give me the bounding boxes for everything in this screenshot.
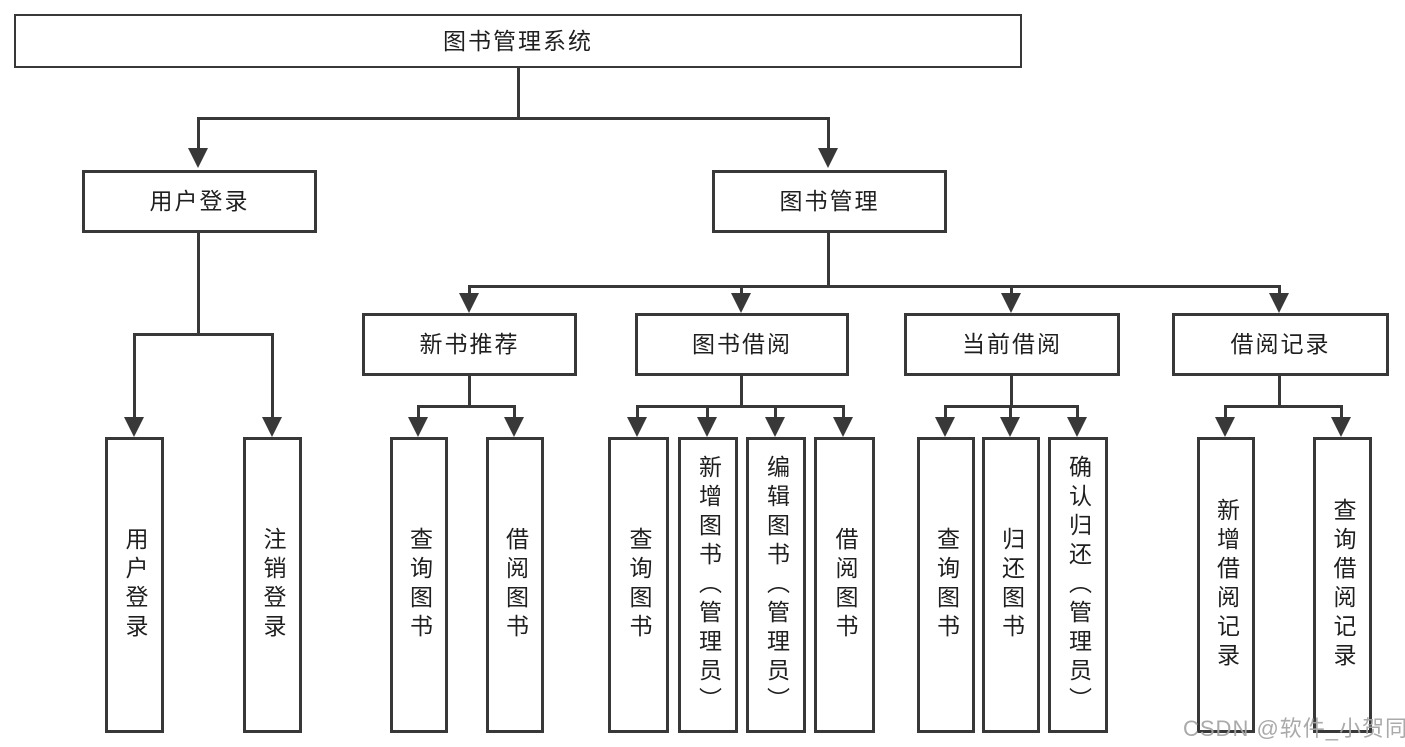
leaf-logout: 注销登录 [243,437,302,733]
arrow-to-user-login-icon [187,117,208,168]
arrow-to-leaf-logout-icon [261,333,282,437]
connector-root-drop [517,68,520,117]
leaf-nb-borrow-book: 借阅图书 [486,437,544,733]
arrow-to-book-borrow-icon [730,285,751,313]
arrow-to-nb-borrow-icon [503,405,524,437]
leaf-cb-return-book: 归还图书 [982,437,1040,733]
connector-book-mgmt-drop [827,233,830,287]
node-user-login: 用户登录 [82,170,317,233]
node-new-book-recommend: 新书推荐 [362,313,577,376]
arrow-to-bb-borrow-icon [832,405,853,437]
arrow-to-book-management-icon [817,117,838,168]
connector-user-login-hbar [133,333,274,336]
arrow-to-cb-confirm-icon [1066,405,1087,437]
node-book-management: 图书管理 [712,170,947,233]
arrow-to-cb-return-icon [999,405,1020,437]
leaf-user-login: 用户登录 [105,437,164,733]
leaf-bb-query-book: 查询图书 [608,437,669,733]
arrow-to-borrow-records-icon [1268,285,1289,313]
leaf-bb-edit-book-admin: 编辑图书（管理员） [746,437,806,733]
connector-book-borrow-drop [740,376,743,407]
connector-book-borrow-hbar [636,405,845,408]
connector-borrow-records-hbar [1224,405,1343,408]
leaf-br-query-record: 查询借阅记录 [1313,437,1372,733]
arrow-to-br-add-icon [1214,405,1235,437]
connector-root-hbar [197,117,830,120]
leaf-cb-confirm-return-admin: 确认归还（管理员） [1048,437,1108,733]
node-book-borrow: 图书借阅 [635,313,849,376]
connector-user-login-drop [197,232,200,335]
arrow-to-new-book-recommend-icon [458,285,479,313]
node-borrow-records: 借阅记录 [1172,313,1389,376]
arrow-to-current-borrow-icon [1000,285,1021,313]
arrow-to-nb-query-icon [407,405,428,437]
connector-borrow-records-drop [1278,376,1281,407]
csdn-watermark: CSDN @软件_小贺同学 [1183,716,1405,741]
arrow-to-br-query-icon [1330,405,1351,437]
connector-new-book-hbar [417,405,516,408]
node-current-borrow: 当前借阅 [904,313,1120,376]
arrow-to-cb-query-icon [934,405,955,437]
leaf-br-add-record: 新增借阅记录 [1197,437,1255,733]
leaf-bb-add-book-admin: 新增图书（管理员） [678,437,738,733]
arrow-to-bb-edit-icon [764,405,785,437]
leaf-bb-borrow-book: 借阅图书 [814,437,875,733]
arrow-to-bb-query-icon [626,405,647,437]
connector-book-mgmt-hbar [468,285,1281,288]
connector-new-book-drop [468,376,471,407]
arrow-to-bb-add-icon [696,405,717,437]
arrow-to-leaf-user-login-icon [123,333,144,437]
leaf-cb-query-book: 查询图书 [917,437,975,733]
node-root: 图书管理系统 [14,14,1022,68]
connector-current-borrow-drop [1010,376,1013,407]
leaf-nb-query-book: 查询图书 [390,437,448,733]
